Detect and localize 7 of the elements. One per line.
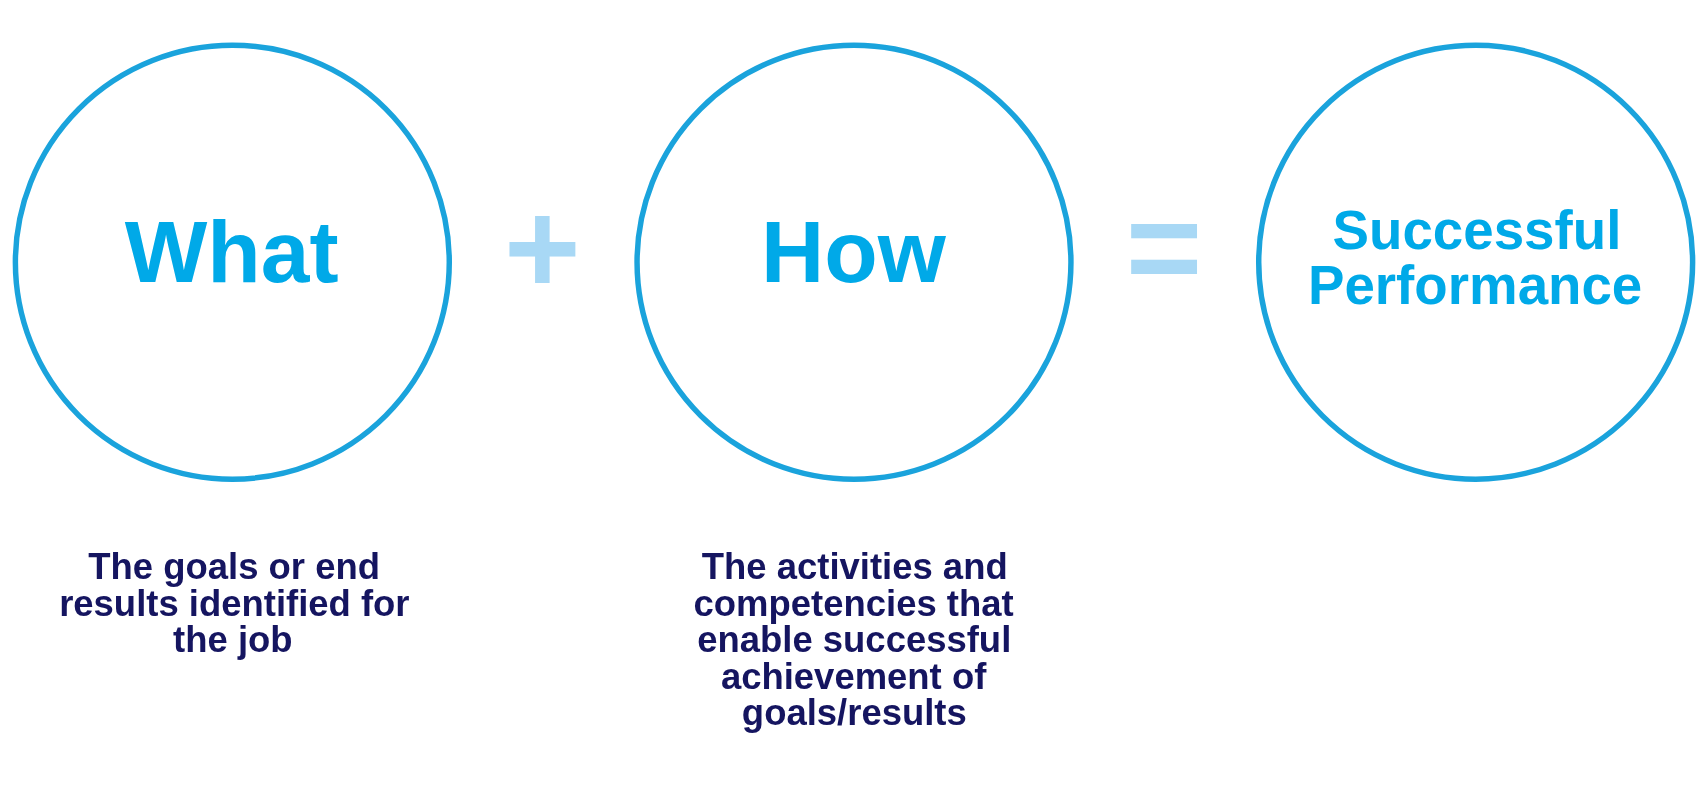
- node-circle: How: [634, 42, 1074, 482]
- node-circle: What: [12, 42, 452, 482]
- label: =: [1125, 174, 1203, 322]
- node-label: The activities and competencies that enable successful achievement of goals/results: [693, 546, 1014, 734]
- node-label: The goals or end results identified for the job: [59, 546, 410, 661]
- label: +: [503, 174, 581, 322]
- node-circle: Successful Performance: [1256, 42, 1696, 482]
